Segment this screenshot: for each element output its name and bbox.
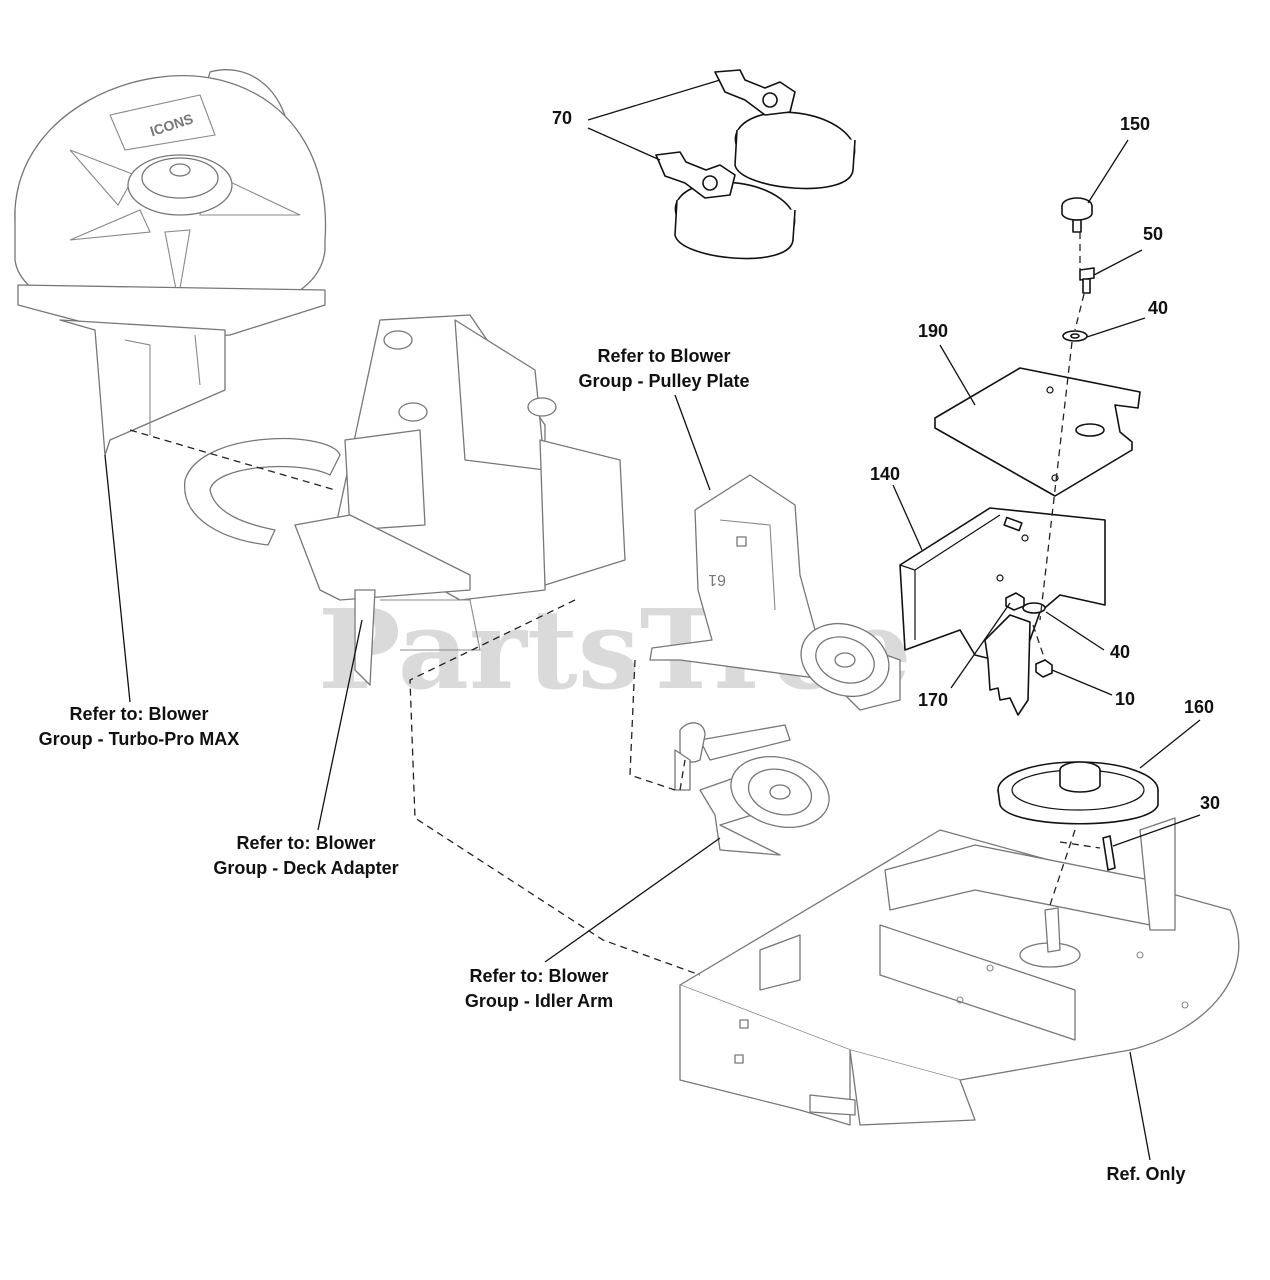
bracket: [984, 614, 1031, 716]
blower-housing: ICONS: [14, 69, 327, 456]
callout-190: 190: [918, 321, 948, 341]
blower-assembly-centre: [184, 314, 626, 686]
shaft-key: [1102, 835, 1116, 871]
ref-turbo-pro-line1: Refer to: Blower: [69, 704, 208, 724]
bolt: [1079, 267, 1095, 294]
ref-turbo-pro-line2: Group - Turbo-Pro MAX: [39, 729, 240, 749]
washer-lower: [1022, 602, 1046, 614]
callout-30: 30: [1200, 793, 1220, 813]
cover-plate: [934, 367, 1141, 497]
pulley-plate-mark: 61: [708, 571, 726, 588]
ref-deck-adapter-line1: Refer to: Blower: [236, 833, 375, 853]
idler-arm: [674, 722, 830, 856]
ref-pulley-plate-line2: Group - Pulley Plate: [578, 371, 749, 391]
pulley: [997, 761, 1159, 825]
hose-clamp-lower: [655, 151, 796, 260]
ref-pulley-plate-line1: Refer to Blower: [597, 346, 730, 366]
washer-upper-hole: [1070, 333, 1080, 339]
hose-clamp-upper: [714, 69, 856, 190]
mower-deck: [679, 817, 1240, 1126]
callout-150: 150: [1120, 114, 1150, 134]
leader-lines: [104, 79, 1201, 1161]
callout-170: 170: [918, 690, 948, 710]
callout-40-upper: 40: [1148, 298, 1168, 318]
ref-idler-arm-line2: Group - Idler Arm: [465, 991, 613, 1011]
callout-40-lower: 40: [1110, 642, 1130, 662]
callout-50: 50: [1143, 224, 1163, 244]
callout-70: 70: [552, 108, 572, 128]
callout-10: 10: [1115, 689, 1135, 709]
lock-nut: [1035, 659, 1053, 678]
assembly-lines: [129, 232, 1101, 976]
callout-160: 160: [1184, 697, 1214, 717]
ref-idler-arm-line1: Refer to: Blower: [469, 966, 608, 986]
ref-only-label: Ref. Only: [1106, 1164, 1185, 1184]
knob: [1061, 197, 1093, 233]
callout-140: 140: [870, 464, 900, 484]
ref-deck-adapter-line2: Group - Deck Adapter: [213, 858, 398, 878]
pulley-plate: 61: [649, 474, 901, 711]
